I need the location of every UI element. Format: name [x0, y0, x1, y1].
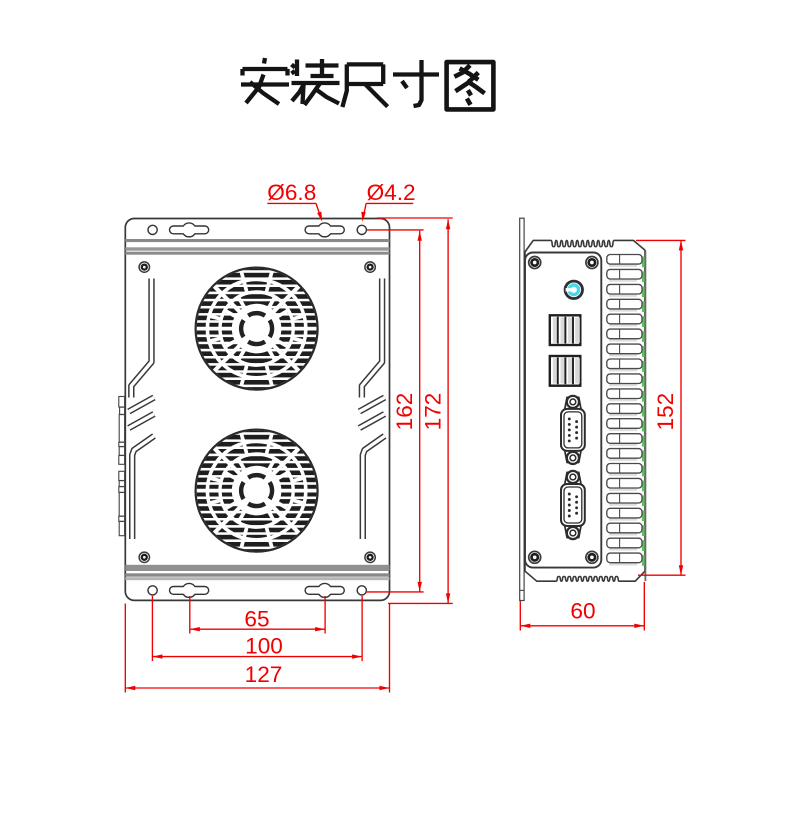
svg-text:Ø6.8: Ø6.8 — [267, 180, 316, 205]
svg-text:162: 162 — [392, 393, 417, 431]
svg-text:Ø4.2: Ø4.2 — [367, 180, 416, 205]
svg-text:65: 65 — [244, 607, 269, 632]
svg-text:100: 100 — [245, 634, 283, 659]
svg-text:60: 60 — [570, 599, 595, 624]
svg-text:172: 172 — [421, 393, 446, 431]
svg-text:127: 127 — [245, 662, 283, 687]
svg-text:152: 152 — [653, 393, 678, 431]
